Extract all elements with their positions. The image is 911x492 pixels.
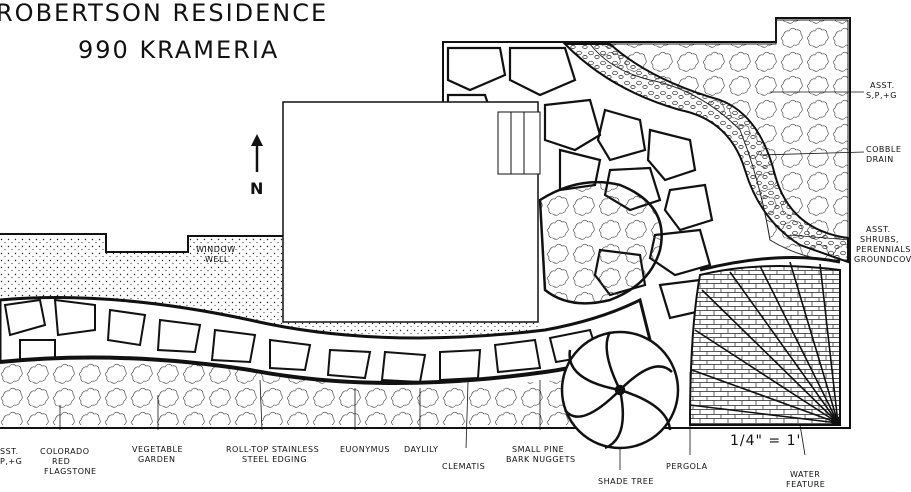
label-daylily: DAYLILY <box>404 445 438 454</box>
patio-planting-island <box>538 180 663 305</box>
label-asst-left-1: SST. <box>0 447 19 456</box>
label-edging-2: STEEL EDGING <box>242 455 307 464</box>
label-shade-tree: SHADE TREE <box>598 477 654 486</box>
plan-title-line2: 990 KRAMERIA <box>78 36 279 64</box>
label-vegetable-garden-2: GARDEN <box>138 455 175 464</box>
north-arrow: N <box>250 134 264 198</box>
label-cobble-drain-2: DRAIN <box>866 155 894 164</box>
label-window-well-1: WINDOW <box>196 245 236 254</box>
label-asst-shrubs-3: PERENNIALS, <box>856 245 911 254</box>
planting-bed-left <box>0 236 540 355</box>
label-asst-spg-1: ASST. <box>870 81 895 90</box>
label-vegetable-garden-1: VEGETABLE <box>132 445 183 454</box>
leader-lines <box>59 91 865 470</box>
label-asst-left-2: P,+G <box>0 457 22 466</box>
label-euonymus: EUONYMUS <box>340 445 390 454</box>
cobble-drain <box>562 43 849 264</box>
property-boundary <box>0 17 851 429</box>
label-clematis: CLEMATIS <box>442 462 485 471</box>
entry-steps <box>497 111 541 175</box>
label-cobble-drain-1: COBBLE <box>866 145 901 154</box>
label-window-well-2: WELL <box>205 255 229 264</box>
label-asst-shrubs-1: ASST. <box>866 225 891 234</box>
label-colorado-red-3: FLAGSTONE <box>44 467 97 476</box>
scale-label: 1/4" = 1' <box>730 433 801 449</box>
label-pine-bark-2: BARK NUGGETS <box>506 455 576 464</box>
label-asst-shrubs-4: GROUNDCOVER <box>854 255 911 264</box>
north-label: N <box>250 179 264 198</box>
water-feature <box>831 416 841 426</box>
shade-tree <box>560 330 680 450</box>
label-pergola: PERGOLA <box>666 462 708 471</box>
pergola <box>689 256 841 424</box>
label-edging-1: ROLL-TOP STAINLESS <box>226 445 319 454</box>
label-water-feature-2: FEATURE <box>786 480 825 489</box>
label-colorado-red-1: COLORADO <box>40 447 90 456</box>
label-asst-spg-2: S,P,+G <box>866 91 897 100</box>
label-asst-shrubs-2: SHRUBS, <box>860 235 899 244</box>
label-water-feature-1: WATER <box>790 470 820 479</box>
plan-title-line1: ROBERTSON RESIDENCE <box>0 0 328 27</box>
brick-patio <box>688 265 841 426</box>
label-colorado-red-2: RED <box>52 457 70 466</box>
house-footprint <box>282 101 539 323</box>
label-pine-bark-1: SMALL PINE <box>512 445 564 454</box>
groundcover-bed-south <box>0 358 590 425</box>
